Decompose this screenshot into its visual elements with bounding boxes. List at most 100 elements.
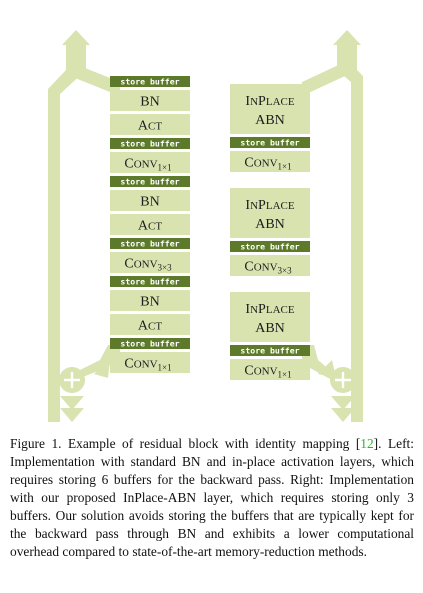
conv-kernel-size: 3×3 (278, 266, 293, 276)
left-column-layer-block: BN (110, 90, 190, 111)
conv-label: CONV1×1 (124, 357, 171, 373)
store-buffer-bar (110, 338, 190, 349)
store-buffer-bar (110, 76, 190, 87)
conv-label: CONV1×1 (244, 364, 291, 380)
layer-box (230, 151, 310, 172)
right-column-inplace-block: INPLACE ABN (230, 188, 310, 238)
store-buffer-bar (230, 137, 310, 148)
layer-box (110, 152, 190, 173)
store-buffer-bar (110, 276, 190, 287)
left-column-layer-block: BN (110, 290, 190, 311)
inplace-label-line1: INPLACE (245, 302, 294, 317)
left-column-buffer-block: store buffer (110, 338, 190, 349)
left-column-layer-block: ACT (110, 114, 190, 135)
right-column-conv-block: CONV1×1 (230, 359, 310, 380)
right-add-plus-icon (335, 372, 351, 388)
left-add-plus-icon (64, 372, 80, 388)
layer-box (230, 188, 310, 238)
left-column-buffer-block: store buffer (110, 176, 190, 187)
store-buffer-bar (230, 345, 310, 356)
caption-prefix: Figure 1. Example of residual block with… (10, 436, 361, 451)
left-main-path-top (70, 62, 120, 96)
left-column-layer-block: ACT (110, 314, 190, 335)
conv-kernel-size: 3×3 (158, 263, 173, 273)
conv-label: CONV3×3 (244, 260, 292, 276)
right-input-arrow (333, 30, 361, 45)
store-buffer-label: store buffer (120, 138, 179, 148)
layer-label: BN (140, 95, 159, 110)
left-skip-connection (48, 45, 86, 422)
layer-label: ACT (138, 319, 162, 334)
right-column-conv-block: CONV1×1 (230, 151, 310, 172)
inplace-label-line2: ABN (255, 321, 285, 336)
layer-box (110, 290, 190, 311)
caption-body: ]. Left: Implementation with standard BN… (10, 436, 414, 559)
store-buffer-label: store buffer (240, 345, 299, 355)
conv-kernel-size: 1×1 (278, 370, 292, 380)
layer-box (110, 314, 190, 335)
conv-label: CONV1×1 (244, 156, 291, 172)
layer-label: BN (140, 295, 159, 310)
store-buffer-label: store buffer (120, 338, 179, 348)
layer-label: ACT (138, 119, 162, 134)
store-buffer-label: store buffer (120, 238, 179, 248)
left-input-arrow (62, 30, 90, 70)
left-column-layer-block: BN (110, 190, 190, 211)
layer-box (110, 252, 190, 273)
layer-label: BN (140, 195, 159, 210)
citation-link[interactable]: 12 (360, 436, 374, 451)
left-column-conv-block: CONV1×1 (110, 152, 190, 173)
inplace-label-line1: INPLACE (245, 94, 294, 109)
left-column-conv-block: CONV3×3 (110, 252, 190, 273)
store-buffer-label: store buffer (120, 176, 179, 186)
store-buffer-label: store buffer (120, 76, 179, 86)
right-column-inplace-block: INPLACE ABN (230, 84, 310, 134)
layer-box (110, 114, 190, 135)
right-skip-connection (337, 45, 363, 422)
store-buffer-bar (110, 138, 190, 149)
left-column-buffer-block: store buffer (110, 76, 190, 87)
layer-box (230, 292, 310, 342)
right-output-arrow (331, 396, 355, 422)
store-buffer-label: store buffer (120, 276, 179, 286)
conv-kernel-size: 1×1 (158, 163, 172, 173)
conv-kernel-size: 1×1 (278, 162, 292, 172)
inplace-label-line2: ABN (255, 217, 285, 232)
right-column-conv-block: CONV3×3 (230, 255, 310, 276)
right-main-path-top (302, 62, 345, 96)
figure-caption: Figure 1. Example of residual block with… (10, 435, 414, 561)
conv-label: CONV1×1 (124, 157, 171, 173)
layer-box (110, 214, 190, 235)
layer-box (230, 255, 310, 276)
left-merge-arrow (94, 360, 110, 378)
left-output-arrow (60, 396, 84, 422)
right-column-buffer-block: store buffer (230, 137, 310, 148)
caption-text: Figure 1. Example of residual block with… (10, 435, 414, 561)
left-column-buffer-block: store buffer (110, 238, 190, 249)
store-buffer-bar (110, 176, 190, 187)
store-buffer-label: store buffer (240, 137, 299, 147)
left-column-buffer-block: store buffer (110, 276, 190, 287)
inplace-label-line2: ABN (255, 113, 285, 128)
layer-label: ACT (138, 219, 162, 234)
conv-label: CONV3×3 (124, 257, 172, 273)
layer-box (110, 352, 190, 373)
inplace-label-line1: INPLACE (245, 198, 294, 213)
layer-box (110, 190, 190, 211)
left-column-conv-block: CONV1×1 (110, 352, 190, 373)
layer-box (230, 84, 310, 134)
left-column-buffer-block: store buffer (110, 138, 190, 149)
right-column-buffer-block: store buffer (230, 241, 310, 252)
store-buffer-bar (230, 241, 310, 252)
right-merge-arrow (318, 360, 336, 378)
left-column-layer-block: ACT (110, 214, 190, 235)
layer-box (230, 359, 310, 380)
store-buffer-bar (110, 238, 190, 249)
right-column-inplace-block: INPLACE ABN (230, 292, 310, 342)
conv-kernel-size: 1×1 (158, 363, 172, 373)
